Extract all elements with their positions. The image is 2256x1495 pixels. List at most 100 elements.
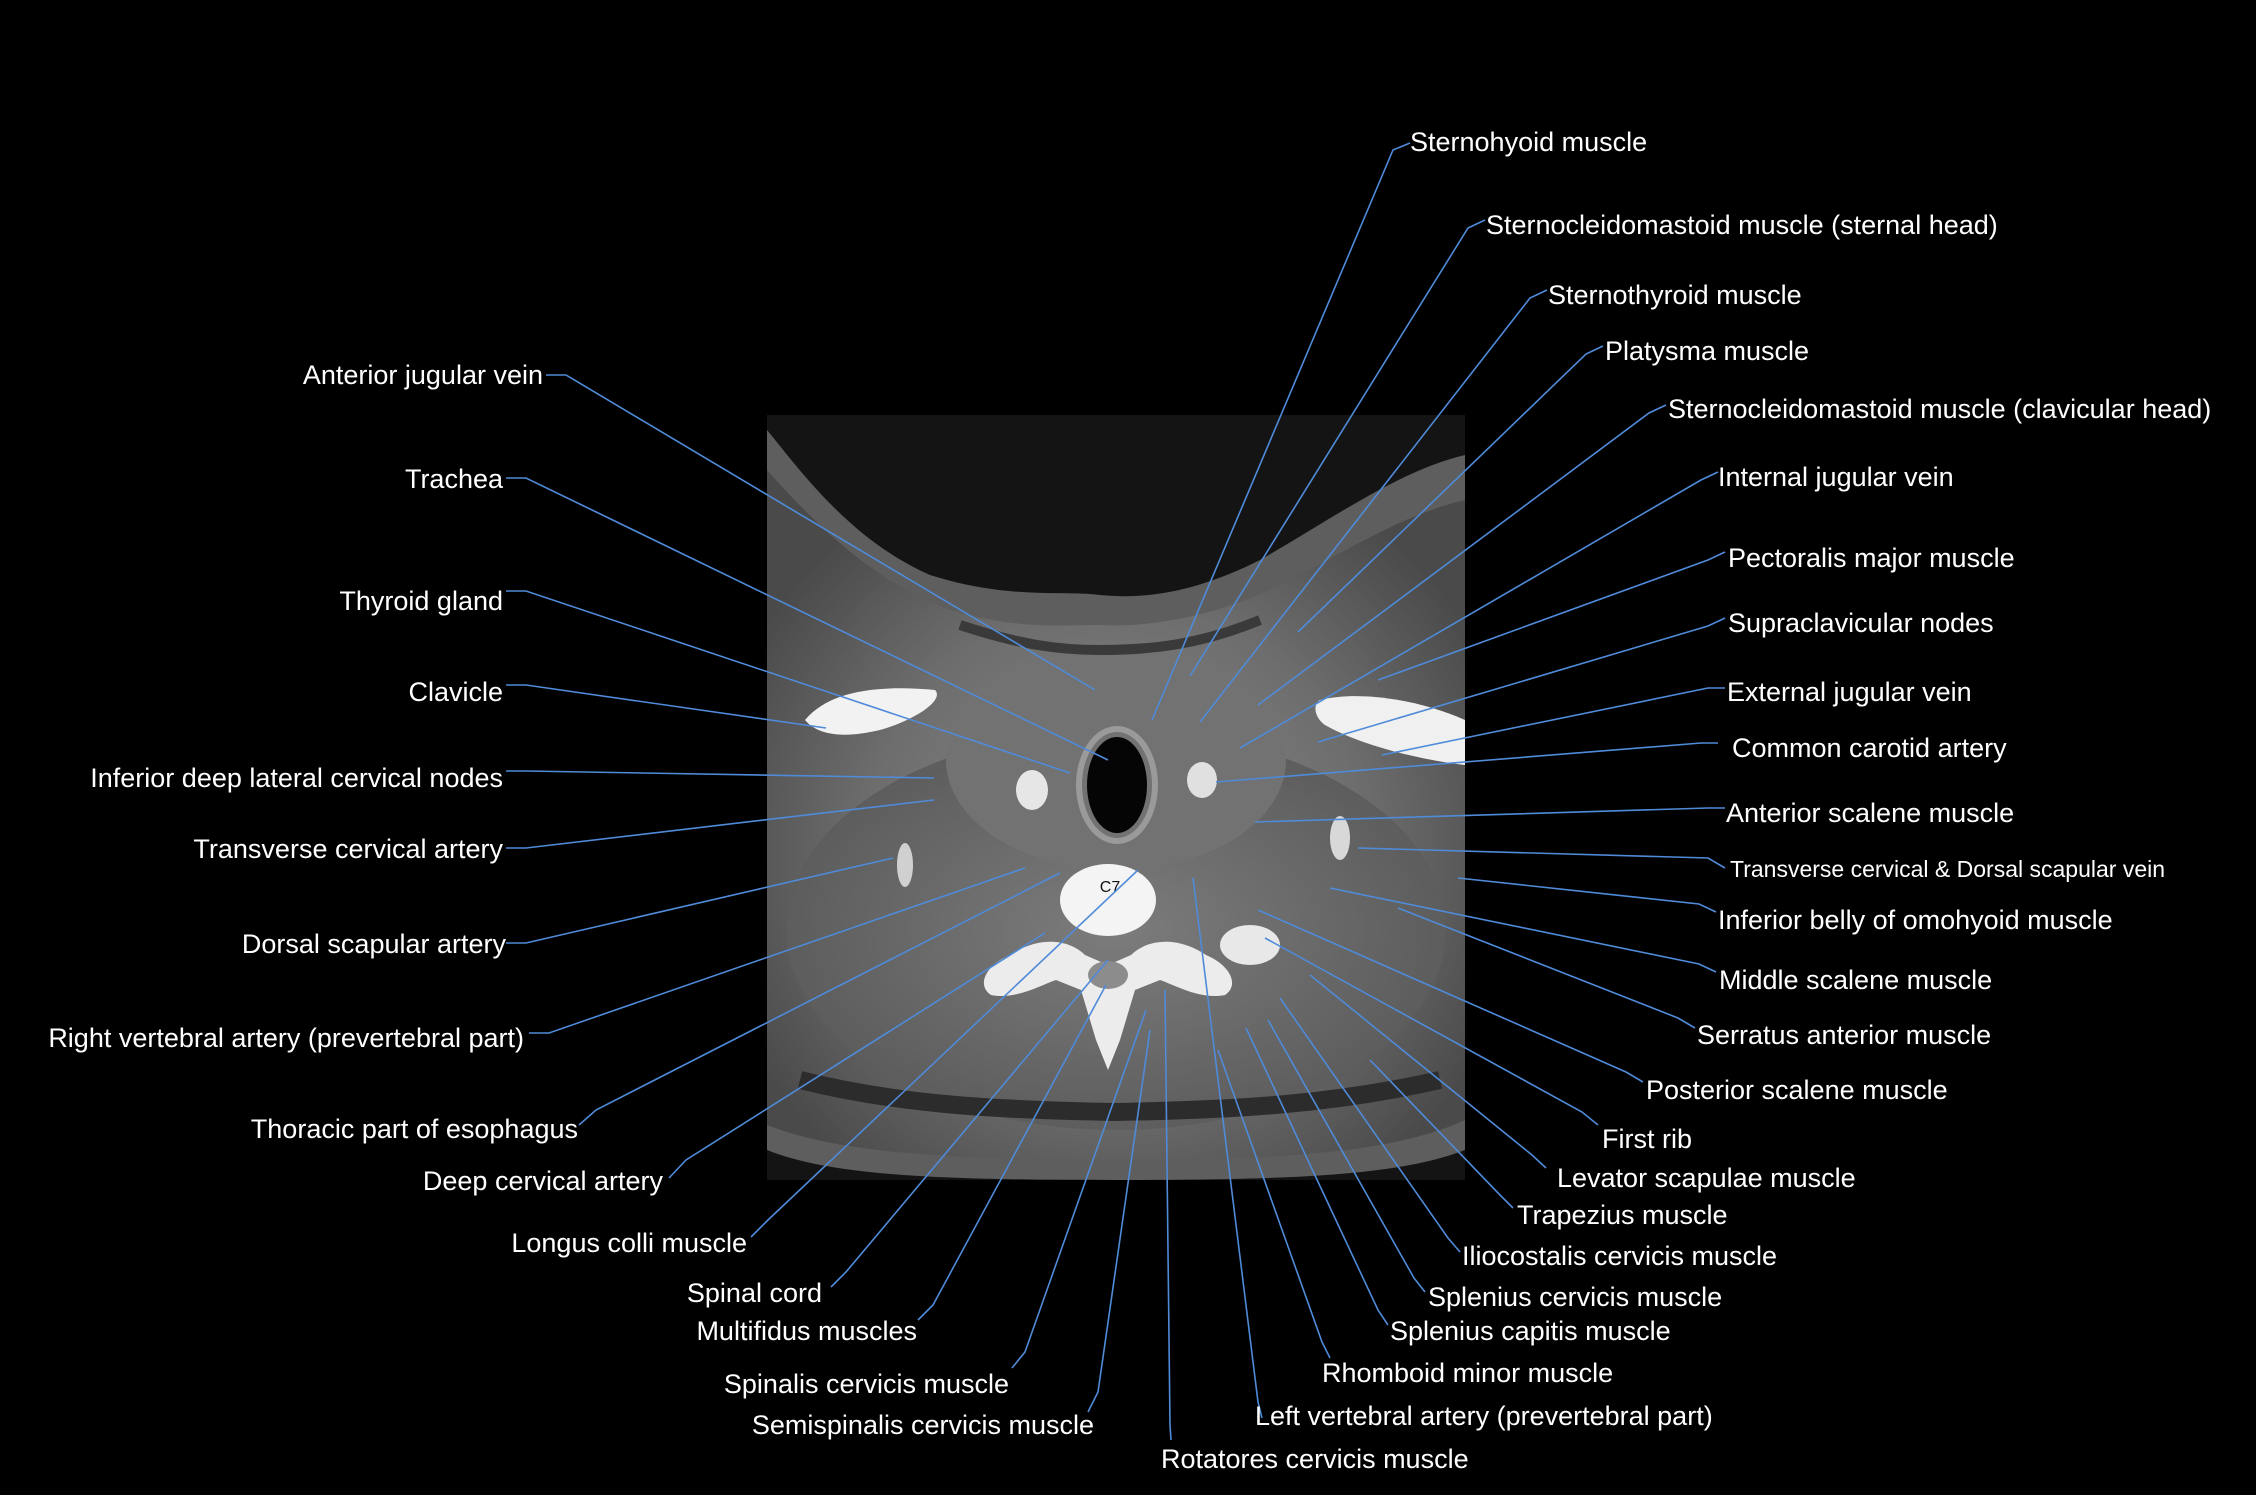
leader-line bbox=[1254, 807, 1725, 823]
leader-line bbox=[1215, 742, 1718, 783]
left-clavicle-bone bbox=[1315, 696, 1465, 765]
label-splenius-capitis-muscle: Splenius capitis muscle bbox=[1245, 1027, 1671, 1346]
label-longus-colli-muscle: Longus colli muscle bbox=[511, 869, 1139, 1258]
ct-axial-slice: C7 bbox=[767, 415, 1465, 1180]
leader-line bbox=[1151, 142, 1411, 721]
label-clavicle: Clavicle bbox=[408, 677, 827, 729]
label-text: Dorsal scapular artery bbox=[242, 929, 507, 959]
label-transverse-cervical-artery: Transverse cervical artery bbox=[193, 799, 935, 864]
leader-line bbox=[1189, 219, 1486, 677]
label-text: Thoracic part of esophagus bbox=[251, 1114, 578, 1144]
leader-line bbox=[1457, 877, 1717, 913]
label-thoracic-esophagus: Thoracic part of esophagus bbox=[251, 872, 1061, 1144]
label-serratus-anterior-muscle: Serratus anterior muscle bbox=[1397, 907, 1991, 1050]
label-transverse-cervical-dorsal-scapular-vein: Transverse cervical & Dorsal scapular ve… bbox=[1357, 847, 2165, 882]
label-platysma-muscle: Platysma muscle bbox=[1297, 336, 1809, 633]
label-text: Transverse cervical & Dorsal scapular ve… bbox=[1730, 856, 2165, 882]
leader-line bbox=[506, 590, 1071, 774]
label-spinalis-cervicis-muscle: Spinalis cervicis muscle bbox=[724, 1009, 1147, 1399]
label-inferior-deep-lateral-cervical-nodes: Inferior deep lateral cervical nodes bbox=[90, 763, 935, 793]
label-external-jugular-vein: External jugular vein bbox=[1381, 677, 1972, 756]
label-text: Trachea bbox=[405, 464, 504, 494]
trachea-wall bbox=[1076, 726, 1158, 844]
leader-line bbox=[1257, 909, 1644, 1083]
leader-line bbox=[1217, 1049, 1331, 1359]
left-labels: Anterior jugular vein Trachea Thyroid gl… bbox=[48, 360, 1151, 1440]
label-text: Anterior jugular vein bbox=[303, 360, 543, 390]
leader-line bbox=[1264, 937, 1599, 1126]
label-internal-jugular-vein: Internal jugular vein bbox=[1239, 462, 1954, 749]
right-clavicle-bone bbox=[805, 688, 937, 735]
leader-line bbox=[529, 867, 1026, 1034]
leader-line bbox=[1317, 617, 1726, 743]
leader-line bbox=[1397, 907, 1696, 1029]
label-text: Thyroid gland bbox=[339, 586, 503, 616]
leader-line bbox=[1199, 289, 1548, 723]
leader-line bbox=[1297, 345, 1604, 633]
label-right-vertebral-artery: Right vertebral artery (prevertebral par… bbox=[48, 867, 1026, 1053]
label-text: Supraclavicular nodes bbox=[1728, 608, 1994, 638]
label-text: Semispinalis cervicis muscle bbox=[752, 1410, 1094, 1440]
leader-line bbox=[668, 932, 1046, 1179]
label-text: Transverse cervical artery bbox=[193, 834, 503, 864]
label-text: Inferior belly of omohyoid muscle bbox=[1718, 905, 2113, 935]
label-sternothyroid-muscle: Sternothyroid muscle bbox=[1199, 280, 1802, 723]
label-text: Posterior scalene muscle bbox=[1646, 1075, 1948, 1105]
label-text: Sternohyoid muscle bbox=[1410, 127, 1647, 157]
label-text: Serratus anterior muscle bbox=[1697, 1020, 1991, 1050]
label-supraclavicular-nodes: Supraclavicular nodes bbox=[1317, 608, 1994, 743]
dorsal-scapular-vessel bbox=[897, 843, 913, 887]
c7-posterior-elements bbox=[983, 941, 1233, 1070]
leader-line bbox=[1192, 877, 1263, 1419]
left-common-carotid bbox=[1187, 762, 1217, 798]
leader-line bbox=[1239, 471, 1719, 749]
label-dorsal-scapular-artery: Dorsal scapular artery bbox=[242, 857, 894, 959]
label-levator-scapulae-muscle: Levator scapulae muscle bbox=[1309, 974, 1856, 1193]
label-spinal-cord: Spinal cord bbox=[687, 959, 1109, 1308]
label-rotatores-cervicis-muscle: Rotatores cervicis muscle bbox=[1161, 989, 1469, 1474]
label-text: Levator scapulae muscle bbox=[1557, 1163, 1856, 1193]
label-text: Anterior scalene muscle bbox=[1726, 798, 2014, 828]
label-splenius-cervicis-muscle: Splenius cervicis muscle bbox=[1267, 1019, 1722, 1312]
leader-line bbox=[1087, 1029, 1151, 1413]
label-text: Rhomboid minor muscle bbox=[1322, 1358, 1613, 1388]
label-text: Spinalis cervicis muscle bbox=[724, 1369, 1009, 1399]
leader-line bbox=[1267, 1019, 1426, 1293]
fat-plane-posterior bbox=[797, 1071, 1442, 1122]
leader-line bbox=[1257, 404, 1667, 706]
label-deep-cervical-artery: Deep cervical artery bbox=[423, 932, 1046, 1196]
transverse-cervical-vessel bbox=[1330, 816, 1350, 860]
spinal-canal bbox=[1088, 961, 1128, 989]
leader-line bbox=[1011, 1009, 1147, 1369]
label-thyroid-gland: Thyroid gland bbox=[339, 586, 1071, 774]
leader-line bbox=[1357, 847, 1726, 869]
label-text: Longus colli muscle bbox=[511, 1228, 747, 1258]
label-trapezius-muscle: Trapezius muscle bbox=[1369, 1059, 1728, 1230]
leader-line bbox=[546, 374, 1096, 691]
label-anterior-jugular-vein: Anterior jugular vein bbox=[303, 360, 1096, 691]
label-text: Rotatores cervicis muscle bbox=[1161, 1444, 1469, 1474]
right-labels: Sternohyoid muscle Sternocleidomastoid m… bbox=[1151, 127, 2211, 1474]
label-rhomboid-minor-muscle: Rhomboid minor muscle bbox=[1217, 1049, 1613, 1388]
label-text: Sternocleidomastoid muscle (clavicular h… bbox=[1668, 394, 2211, 424]
leader-line bbox=[506, 770, 935, 779]
vertebra-label: C7 bbox=[1100, 879, 1121, 896]
leader-line bbox=[506, 684, 827, 729]
label-trachea: Trachea bbox=[405, 464, 1109, 761]
leader-line bbox=[750, 869, 1139, 1238]
leader-line bbox=[1329, 887, 1717, 973]
label-text: Splenius cervicis muscle bbox=[1428, 1282, 1722, 1312]
label-text: Trapezius muscle bbox=[1517, 1200, 1728, 1230]
label-text: Iliocostalis cervicis muscle bbox=[1462, 1241, 1777, 1271]
label-text: Left vertebral artery (prevertebral part… bbox=[1255, 1401, 1713, 1431]
label-text: Multifidus muscles bbox=[696, 1316, 917, 1346]
label-scm-sternal-head: Sternocleidomastoid muscle (sternal head… bbox=[1189, 210, 1998, 677]
leader-line bbox=[506, 799, 935, 849]
leader-line bbox=[1309, 974, 1547, 1169]
label-text: Pectoralis major muscle bbox=[1728, 543, 2015, 573]
label-text: First rib bbox=[1602, 1124, 1692, 1154]
label-text: Platysma muscle bbox=[1605, 336, 1809, 366]
leader-line bbox=[506, 857, 894, 944]
leader-line bbox=[506, 477, 1109, 761]
